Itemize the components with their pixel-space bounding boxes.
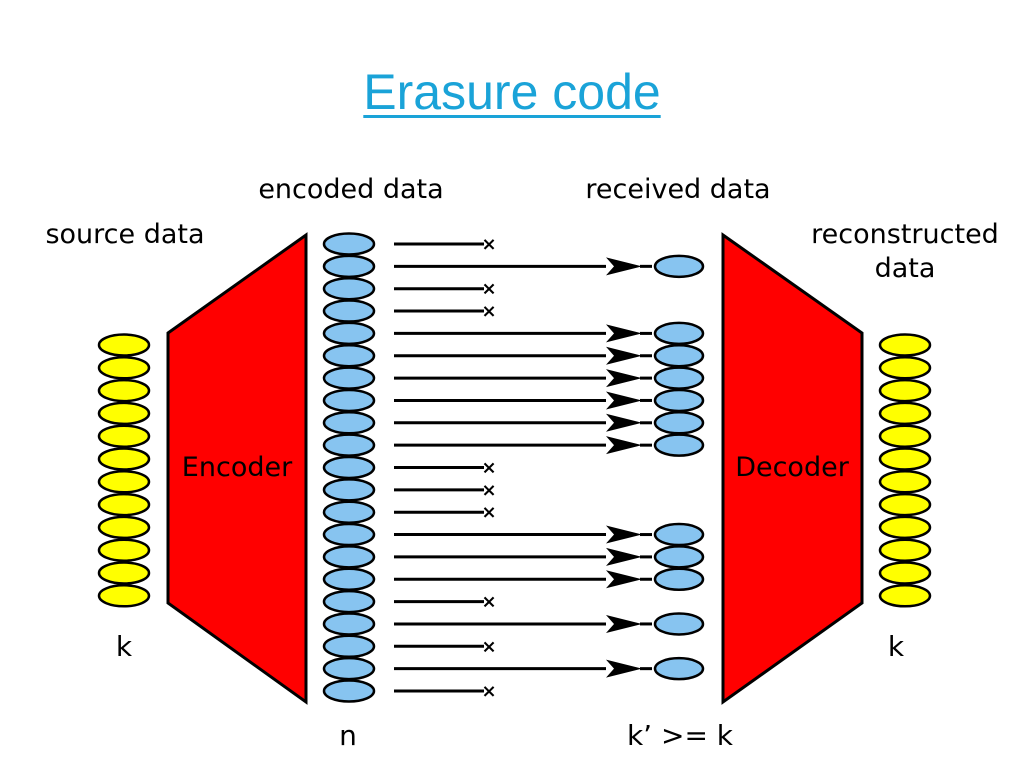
- reconstructed-block: [878, 515, 932, 540]
- lost-packet-x-icon: ×: [481, 458, 496, 479]
- n-encoded-label: n: [339, 719, 357, 752]
- decoder-label: Decoder: [735, 452, 850, 483]
- encoder-shape: [166, 232, 308, 705]
- encoded-data-stack: [322, 232, 376, 703]
- reconstructed-block: [878, 356, 932, 380]
- reconstructed-block: [878, 470, 932, 494]
- source-data-stack: [97, 333, 151, 608]
- encoded-block: [322, 433, 376, 457]
- encoded-data-label: encoded data: [258, 174, 443, 205]
- encoded-block: [322, 388, 376, 413]
- received-block: [653, 366, 705, 390]
- encoded-block: [322, 612, 376, 636]
- encoded-block: [322, 254, 376, 279]
- lost-packet-x-icon: ×: [481, 592, 496, 613]
- source-block: [97, 561, 151, 585]
- lost-packet-x-icon: ×: [481, 301, 496, 322]
- received-block: [653, 567, 705, 591]
- source-block: [97, 538, 151, 562]
- source-block: [97, 401, 151, 426]
- reconstructed-block: [878, 584, 932, 608]
- encoder-label: Encoder: [182, 452, 293, 483]
- source-block: [97, 447, 151, 471]
- transmission-channel: ×××××××××: [394, 234, 652, 702]
- received-block: [653, 612, 705, 636]
- arrowhead-icon: [606, 436, 642, 455]
- source-block: [97, 424, 151, 448]
- arrowhead-icon: [606, 570, 642, 589]
- received-block: [653, 433, 705, 457]
- lost-packet-x-icon: ×: [481, 681, 496, 702]
- reconstructed-block: [878, 378, 932, 403]
- encoded-block: [322, 567, 376, 591]
- k-received-label: k’ >= k: [627, 719, 734, 752]
- encoded-block: [322, 411, 376, 435]
- reconstructed-data-label-line2: data: [875, 253, 936, 284]
- arrowhead-icon: [606, 547, 642, 566]
- lost-packet-x-icon: ×: [481, 279, 496, 300]
- k-source-label: k: [116, 630, 133, 663]
- reconstructed-block: [878, 424, 932, 448]
- reconstructed-block: [878, 401, 932, 426]
- source-block: [97, 492, 151, 517]
- source-block: [97, 584, 151, 608]
- encoded-block: [322, 455, 376, 480]
- reconstructed-block: [878, 492, 932, 517]
- received-block: [653, 344, 705, 368]
- received-data-stack: [653, 254, 705, 681]
- encoded-block: [322, 478, 376, 502]
- encoded-block: [322, 656, 376, 681]
- arrowhead-icon: [606, 369, 642, 388]
- encoded-block: [322, 232, 376, 256]
- arrowhead-icon: [606, 659, 642, 678]
- arrowhead-icon: [606, 346, 642, 365]
- reconstructed-data-stack: [878, 333, 932, 608]
- arrowhead-icon: [606, 614, 642, 633]
- received-block: [653, 254, 705, 279]
- source-block: [97, 515, 151, 540]
- source-data-label: source data: [45, 219, 204, 250]
- received-data-label: received data: [585, 174, 770, 205]
- lost-packet-x-icon: ×: [481, 636, 496, 657]
- arrowhead-icon: [606, 257, 642, 276]
- encoded-block: [322, 679, 376, 703]
- received-block: [653, 411, 705, 435]
- encoded-block: [322, 366, 376, 390]
- encoded-block: [322, 321, 376, 346]
- arrowhead-icon: [606, 391, 642, 410]
- received-block: [653, 321, 705, 346]
- received-block: [653, 522, 705, 547]
- reconstructed-data-label-line1: reconstructed: [811, 219, 999, 250]
- encoded-block: [322, 276, 376, 301]
- source-block: [97, 470, 151, 494]
- encoded-block: [322, 299, 376, 323]
- encoded-block: [322, 500, 376, 524]
- lost-packet-x-icon: ×: [481, 234, 496, 255]
- arrowhead-icon: [606, 413, 642, 432]
- received-block: [653, 656, 705, 681]
- reconstructed-block: [878, 561, 932, 585]
- received-block: [653, 388, 705, 413]
- source-block: [97, 356, 151, 380]
- arrowhead-icon: [606, 324, 642, 343]
- encoded-block: [322, 545, 376, 569]
- slide-title: Erasure code: [363, 64, 661, 120]
- arrowhead-icon: [606, 525, 642, 544]
- reconstructed-block: [878, 538, 932, 562]
- decoder-shape: [721, 232, 864, 705]
- source-block: [97, 333, 151, 357]
- lost-packet-x-icon: ×: [481, 502, 496, 523]
- encoded-block: [322, 589, 376, 614]
- k-reconstructed-label: k: [888, 630, 905, 663]
- encoded-block: [322, 634, 376, 659]
- lost-packet-x-icon: ×: [481, 480, 496, 501]
- encoded-block: [322, 344, 376, 368]
- reconstructed-block: [878, 333, 932, 357]
- received-block: [653, 545, 705, 569]
- encoded-block: [322, 522, 376, 547]
- reconstructed-block: [878, 447, 932, 471]
- source-block: [97, 378, 151, 403]
